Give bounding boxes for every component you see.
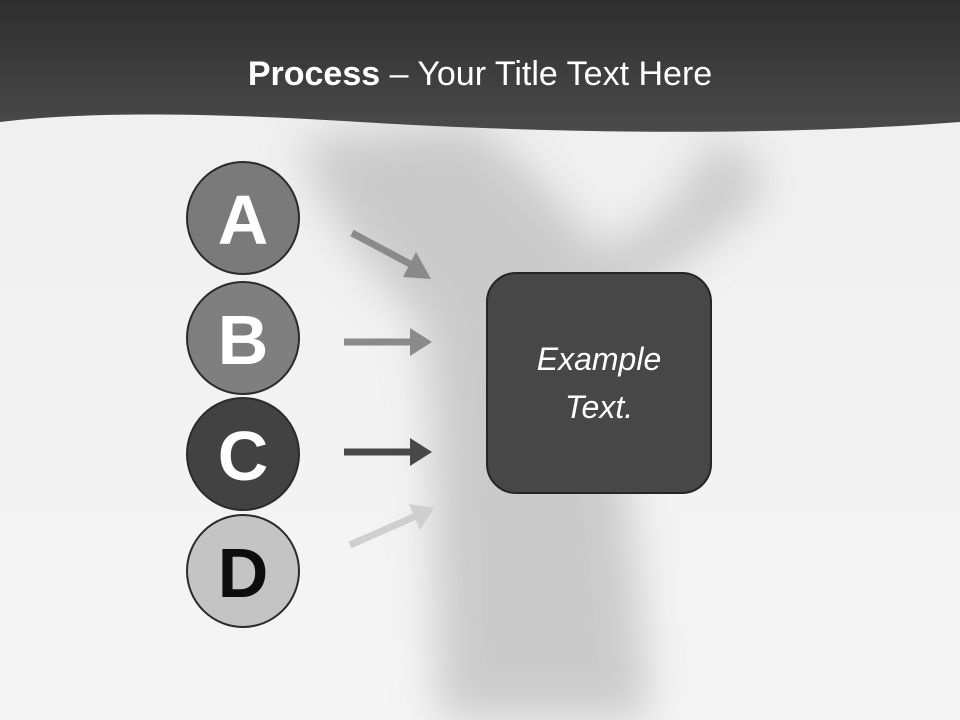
arrow-d-icon [348, 504, 434, 549]
step-circle-a: A [186, 161, 300, 275]
title-rest-part: – Your Title Text Here [380, 55, 713, 93]
step-circle-d: D [186, 514, 300, 628]
target-box-line-1: Example [536, 341, 662, 377]
target-box-line-2: Text. [564, 389, 634, 425]
arrow-b-icon [344, 328, 432, 356]
step-circle-c: C [186, 397, 300, 511]
step-letter-d: D [217, 534, 269, 612]
title-bold-part: Process [247, 55, 381, 93]
target-box: Example Text. [486, 272, 712, 494]
arrow-c-icon [344, 438, 432, 466]
step-circle-b: B [186, 281, 300, 395]
arrow-a-icon [350, 229, 431, 279]
target-box-text: Example Text. [504, 335, 694, 431]
header-banner [0, 0, 960, 132]
step-letter-c: C [217, 417, 269, 495]
page-title: Process – Your Title Text Here [0, 52, 960, 96]
step-letter-b: B [217, 301, 269, 379]
step-letter-a: A [217, 181, 269, 259]
